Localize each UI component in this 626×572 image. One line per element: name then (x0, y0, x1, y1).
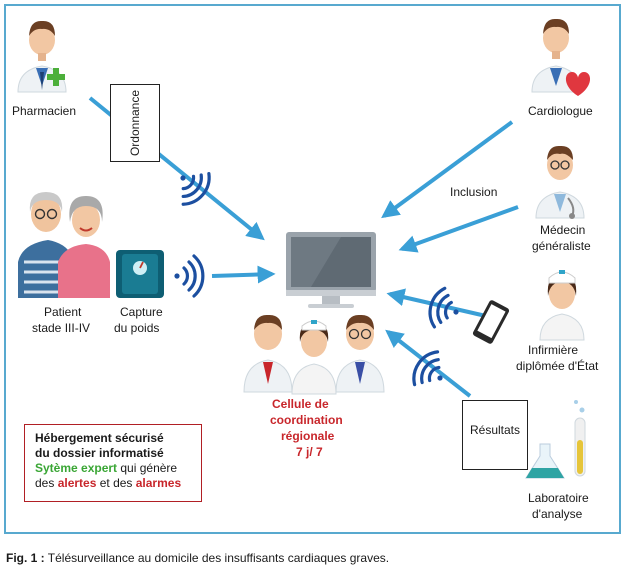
label-patient-line1: Patient (44, 305, 82, 319)
laboratoire-icon (525, 400, 586, 479)
legend-line4: des alertes et des alarmes (35, 476, 201, 491)
label-infirmiere-line2: diplômée d'État (516, 359, 599, 373)
arrow-medecin (398, 205, 519, 253)
legend-line4-a: des (35, 476, 58, 490)
label-cardiologue: Cardiologue (528, 104, 593, 118)
infirmiere-icon (539, 270, 585, 341)
legend-alarmes: alarmes (135, 476, 182, 490)
label-medecin-line1: Médecin (540, 223, 586, 237)
resultats-box: Résultats (462, 400, 528, 470)
team-icon (243, 314, 385, 395)
figure-caption: Fig. 1 : Télésurveillance au domicile de… (6, 551, 389, 565)
caption-label: Fig. 1 : (6, 551, 45, 565)
monitor-icon (286, 232, 376, 308)
ordonnance-box: Ordonnance (110, 84, 160, 162)
pharmacien-icon (17, 20, 67, 93)
label-laboratoire-line1: Laboratoire (528, 491, 589, 505)
wifi-icon (412, 350, 443, 387)
label-resultats: Résultats (469, 423, 521, 437)
legend-alertes: alertes (57, 476, 97, 490)
medecin-icon (535, 145, 585, 219)
arrow-cardiologue (381, 120, 514, 219)
legend-line4-b: et des (96, 476, 136, 490)
wifi-icon (174, 254, 205, 298)
legend-line3-rest: qui génère (117, 461, 178, 475)
label-pharmacien: Pharmacien (12, 104, 77, 118)
smartphone-icon (472, 300, 510, 344)
wifi-icon (180, 172, 211, 206)
label-patient-line2: stade III-IV (32, 321, 91, 335)
label-inclusion: Inclusion (450, 185, 498, 199)
legend-box: Hébergement sécurisé du dossier informat… (24, 424, 202, 502)
arrow-patient (211, 265, 276, 284)
legend-line3: Sytème expert qui génère (35, 461, 201, 476)
center-line1: Cellule de (272, 397, 329, 411)
scale-icon (116, 250, 164, 298)
center-line4: 7 j/ 7 (296, 445, 323, 459)
legend-green-text: Sytème expert (35, 461, 118, 475)
label-capture-line1: Capture (120, 305, 163, 319)
label-capture-line2: du poids (114, 321, 160, 335)
label-medecin-line2: généraliste (532, 239, 591, 253)
wifi-icon (428, 286, 459, 329)
center-line2: coordination (270, 413, 343, 427)
patient-icon (18, 192, 110, 298)
legend-line2: du dossier informatisé (35, 446, 164, 460)
label-laboratoire-line2: d'analyse (532, 507, 583, 521)
label-infirmiere-line1: Infirmière (528, 343, 579, 357)
center-line3: régionale (281, 429, 335, 443)
label-ordonnance: Ordonnance (128, 89, 142, 157)
caption-text: Télésurveillance au domicile des insuffi… (44, 551, 390, 565)
cardiologue-icon (531, 18, 591, 96)
legend-line1: Hébergement sécurisé (35, 431, 164, 445)
